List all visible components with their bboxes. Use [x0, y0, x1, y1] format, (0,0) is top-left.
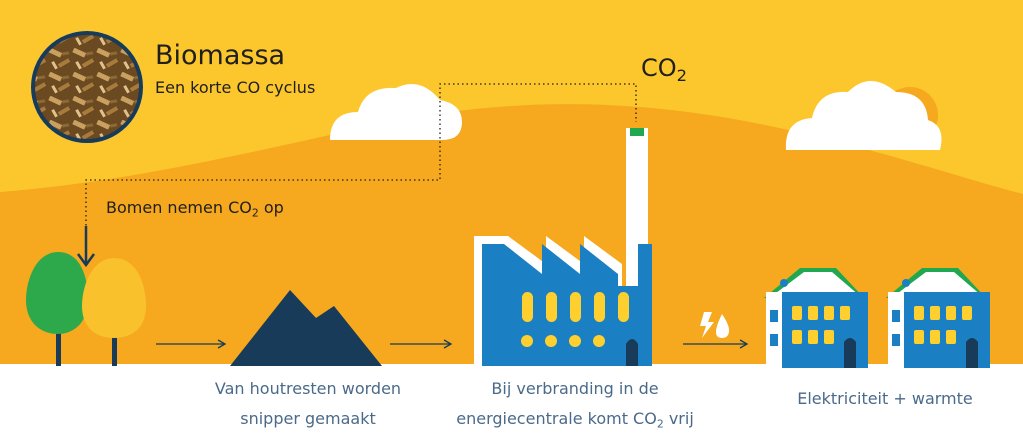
flow-arrow-2: [390, 339, 453, 349]
house-2: [886, 268, 990, 368]
co2-text: CO: [641, 54, 677, 82]
co2-subscript: 2: [676, 66, 688, 86]
trees-absorb-label: Bomen nemen CO2 op: [106, 198, 284, 219]
diagram-subtitle: Een korte CO cyclus: [155, 78, 316, 97]
wood-chip-pile: [230, 290, 382, 366]
diagram-title: Biomassa: [155, 40, 286, 71]
house-1: [764, 268, 868, 368]
lightning-and-flame-icon: [700, 312, 730, 338]
power-plant: [474, 128, 652, 368]
caption-1-line-1: Van houtresten worden: [214, 379, 402, 398]
trees: [26, 252, 146, 366]
caption-power-plant: Bij verbranding in de energiecentrale ko…: [440, 374, 710, 439]
wood-chips-photo: [31, 31, 143, 143]
trees-label-sub: 2: [251, 206, 259, 220]
caption-2-line-2: energiecentrale komt CO2 vrij: [440, 404, 710, 439]
ground: [0, 364, 1023, 440]
caption-houses: Elektriciteit + warmte: [797, 389, 973, 408]
co2-cycle-path: [85, 83, 637, 230]
trees-label-after: op: [258, 198, 284, 217]
caption-2-before: energiecentrale komt CO: [456, 409, 657, 428]
caption-wood-chips: Van houtresten worden snipper gemaakt: [198, 374, 418, 434]
caption-2-line-1: Bij verbranding in de: [491, 379, 659, 398]
down-arrow: [76, 226, 96, 268]
cloud-right: [785, 81, 942, 150]
flow-arrow-3: [683, 339, 749, 349]
flow-arrow-1: [156, 339, 227, 349]
co2-emission-label: CO2: [641, 54, 687, 85]
cloud-left: [330, 84, 462, 140]
caption-2-sub: 2: [656, 417, 664, 431]
caption-1-line-2: snipper gemaakt: [240, 409, 376, 428]
trees-label-before: Bomen nemen CO: [106, 198, 252, 217]
caption-2-after: vrij: [663, 409, 694, 428]
